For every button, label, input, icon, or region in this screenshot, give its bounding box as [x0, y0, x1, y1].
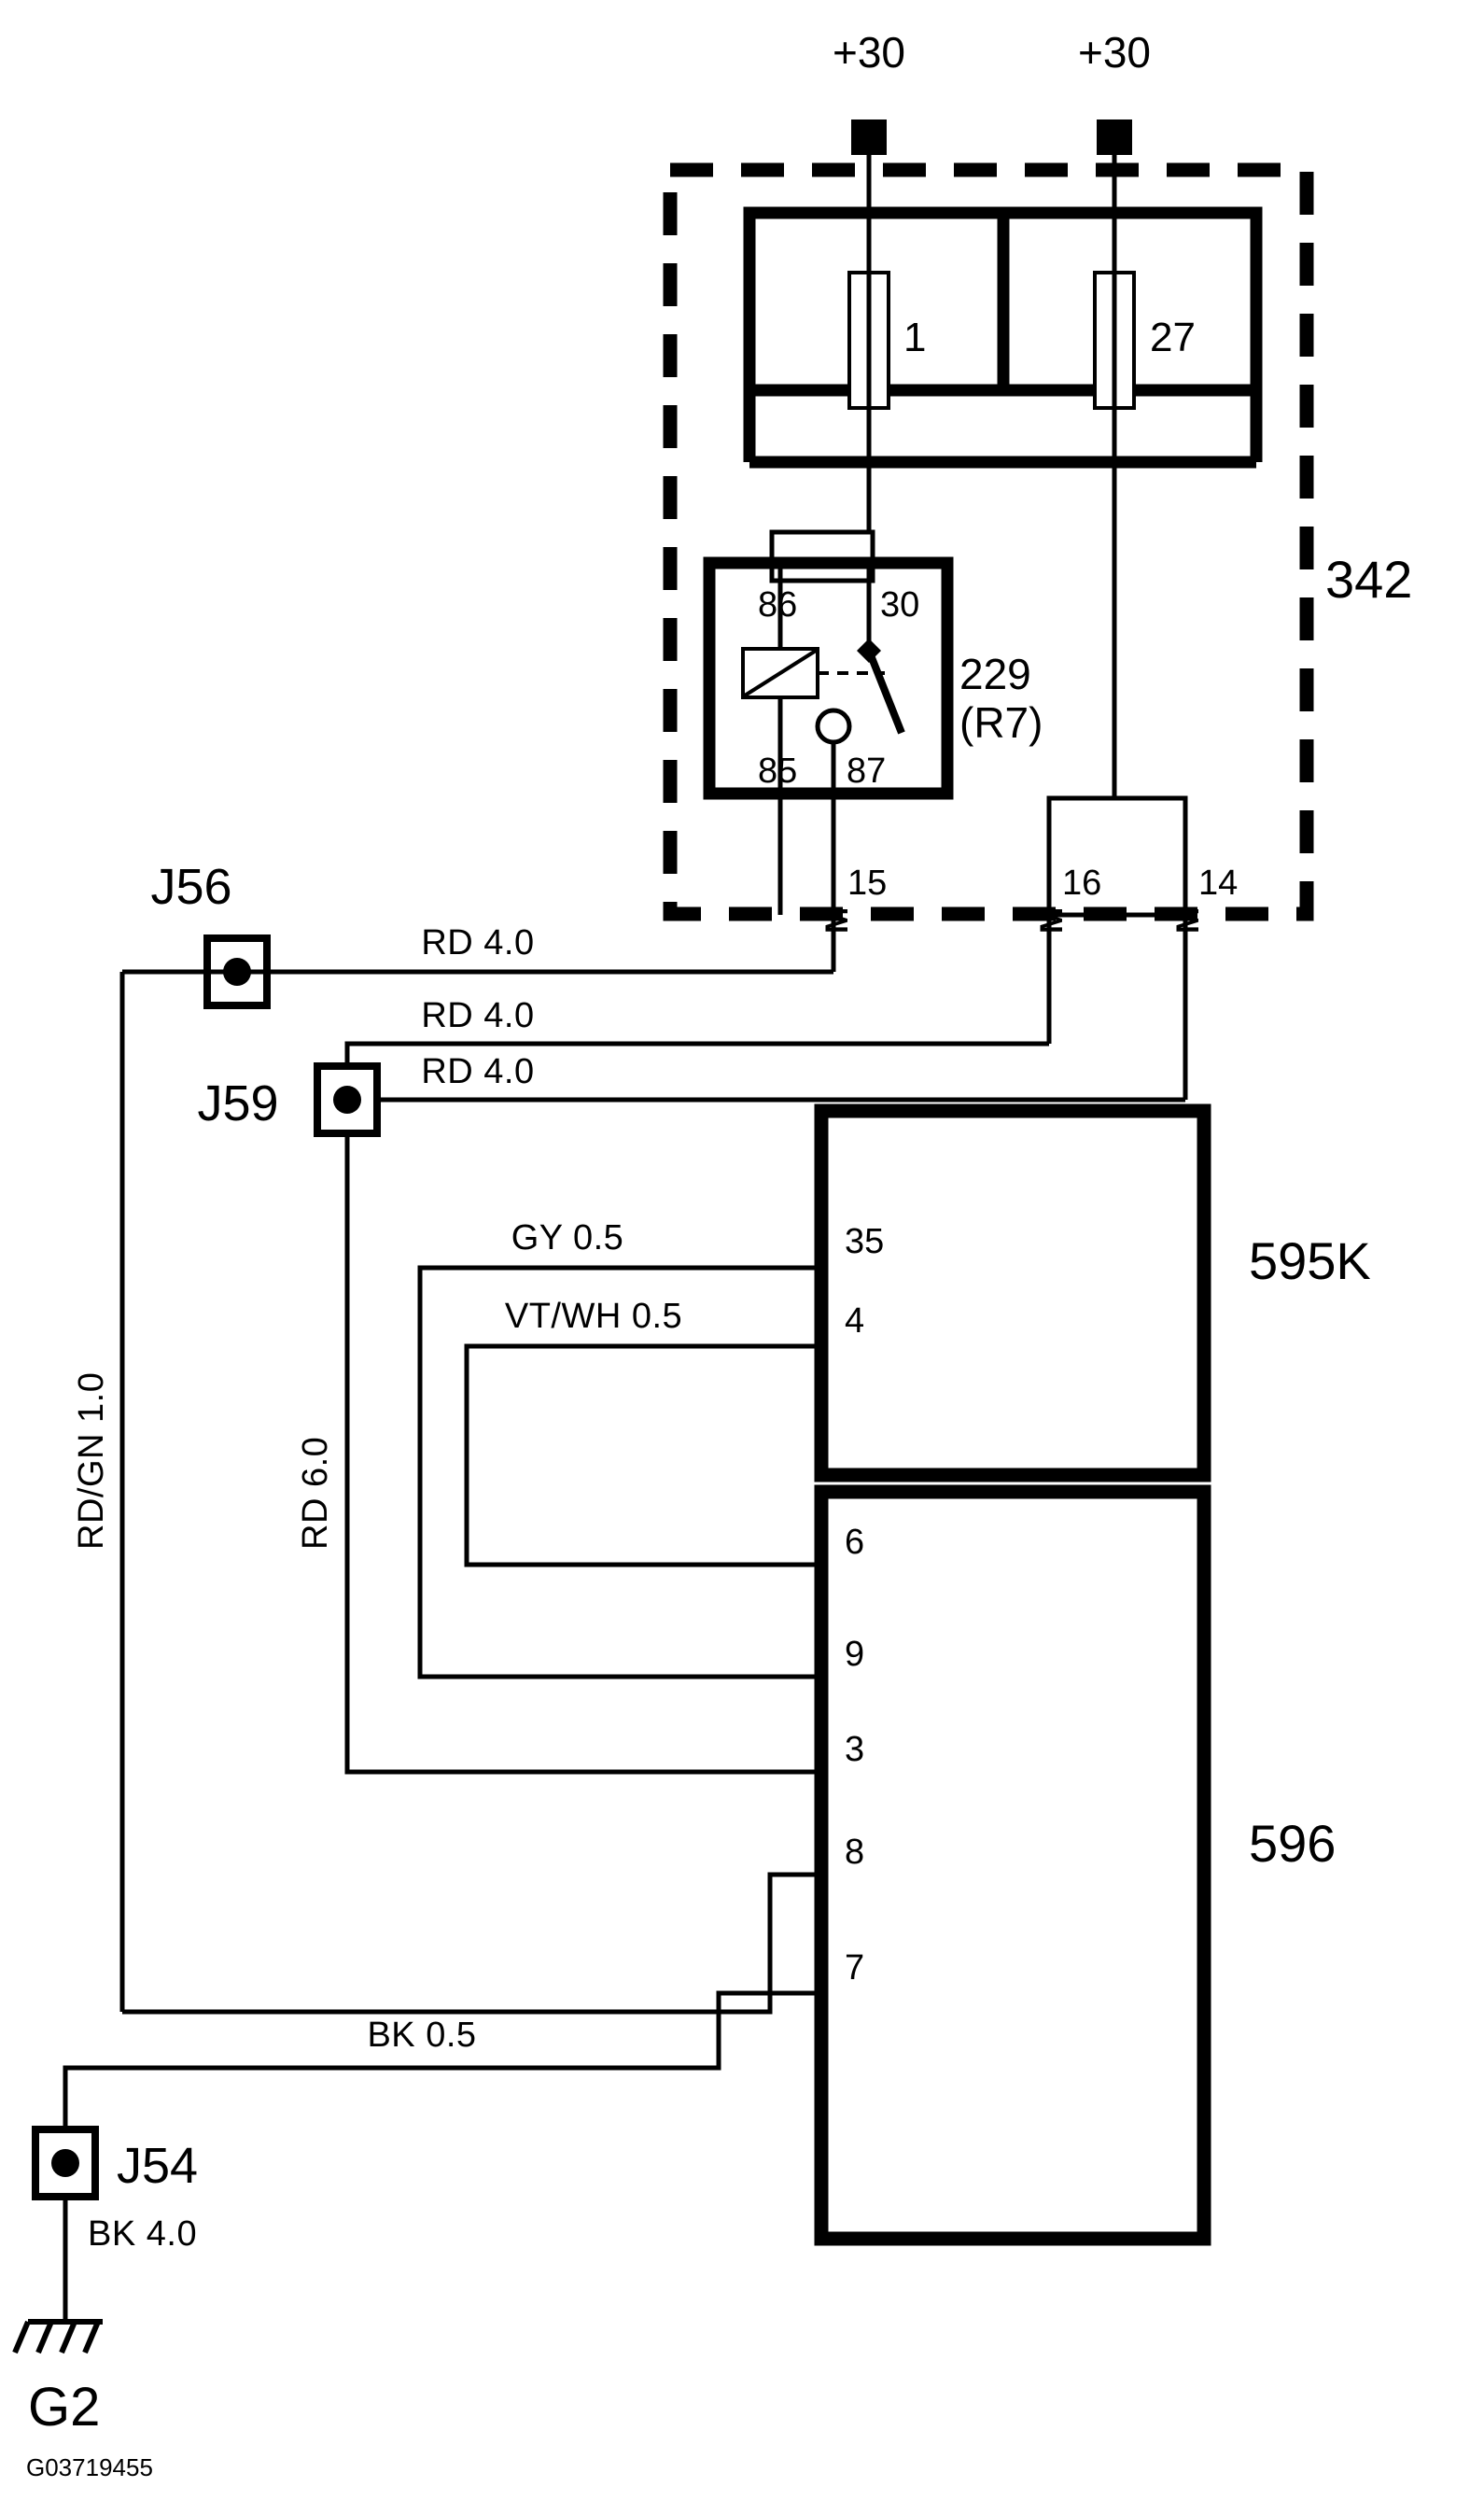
module-596: 6 9 3 8 7 — [814, 1484, 1211, 2246]
splice-j54-label: J54 — [117, 2138, 198, 2194]
wire-label-bk05: BK 0.5 — [367, 2016, 476, 2055]
splice-j54 — [32, 2126, 99, 2200]
relay-229: 86 30 85 87 — [703, 556, 954, 800]
splice-j59-label: J59 — [197, 1075, 278, 1131]
power-supply-label-1: +30 — [833, 28, 905, 77]
module-596-pin-6-label: 6 — [845, 1523, 864, 1562]
module-595k-pin-35-label: 35 — [845, 1222, 884, 1261]
drawing-code-label: G03719455 — [26, 2453, 153, 2481]
pin-14-label: 14 — [1198, 864, 1238, 903]
wire-vtwh05-path — [464, 1343, 826, 1567]
ground-hatch-3 — [59, 2320, 77, 2354]
wire-label-rd40-c: RD 4.0 — [421, 1052, 534, 1091]
power-terminal-block-2 — [1097, 119, 1132, 155]
wire-rd60-vertical — [344, 1133, 826, 1775]
connector-bridge-outline — [1046, 795, 1188, 918]
pin-15-m-marker: M — [819, 907, 855, 934]
wire-bk05-path — [63, 1990, 826, 2129]
connector-16-14-bridge — [1046, 795, 1188, 943]
splice-j56-label: J56 — [150, 859, 231, 915]
module-596-pin-8-label: 8 — [845, 1833, 864, 1872]
splice-j54-dot — [51, 2149, 79, 2177]
wire-label-rd60: RD 6.0 — [296, 1437, 335, 1550]
wire-rdgn10-to-pin8 — [122, 1872, 826, 2015]
fusebox-342-label: 342 — [1325, 550, 1412, 609]
relay-pin-87-label: 87 — [847, 752, 886, 791]
wire-label-bk40: BK 4.0 — [88, 2214, 197, 2254]
splice-j59-dot — [333, 1086, 361, 1114]
ground-id-label: G2 — [28, 2377, 100, 2438]
wire-label-rdgn10: RD/GN 1.0 — [72, 1372, 111, 1550]
fusebox-342-boundary — [663, 162, 1314, 921]
relay-contact-blade — [865, 649, 905, 735]
fuse-number-1: 1 — [903, 315, 926, 360]
pin-16-label: 16 — [1062, 864, 1101, 903]
splice-j59 — [314, 1062, 381, 1137]
module-596-id-label: 596 — [1249, 1814, 1336, 1873]
module-596-pin-7-label: 7 — [845, 1948, 864, 1988]
module-595k: 35 4 — [814, 1103, 1211, 1482]
ground-hatch-2 — [35, 2320, 54, 2354]
ground-hatch-1 — [12, 2320, 31, 2354]
pin-14-m-marker: M — [1170, 907, 1206, 934]
relay-pin87-contact — [815, 708, 852, 745]
wire-label-rd40-b: RD 4.0 — [421, 996, 534, 1035]
relay-coil-diagonal — [743, 649, 818, 697]
pin-15-label: 15 — [847, 864, 887, 903]
wire-label-gy05: GY 0.5 — [511, 1218, 624, 1258]
relay-body — [703, 556, 954, 800]
relay-sublabel: (R7) — [959, 698, 1043, 747]
relay-pin-86-label: 86 — [758, 585, 797, 625]
module-596-body — [814, 1484, 1211, 2246]
power-supply-label-2: +30 — [1078, 28, 1151, 77]
pin-16-m-marker: M — [1034, 907, 1070, 934]
relay-id-label: 229 — [959, 650, 1031, 698]
module-595k-id-label: 595K — [1249, 1231, 1371, 1290]
ground-hatch-4 — [82, 2320, 101, 2354]
relay-pin-30-label: 30 — [880, 585, 919, 625]
module-595k-pin-4-label: 4 — [845, 1301, 864, 1341]
module-596-pin-9-label: 9 — [845, 1635, 864, 1674]
ground-symbol — [12, 2319, 103, 2354]
module-595k-body — [814, 1103, 1211, 1482]
relay-feed-bridge — [769, 529, 875, 583]
wire-gy05-path — [417, 1265, 826, 1679]
wire-label-vtwh05: VT/WH 0.5 — [505, 1297, 682, 1336]
fuse-number-27: 27 — [1150, 315, 1196, 360]
module-596-pin-3-label: 3 — [845, 1730, 864, 1769]
relay-pin-85-label: 85 — [758, 752, 797, 791]
wire-label-rd40-a: RD 4.0 — [421, 923, 534, 962]
power-terminal-block-1 — [851, 119, 887, 155]
wire-rd40-b-path — [344, 1041, 1049, 1066]
